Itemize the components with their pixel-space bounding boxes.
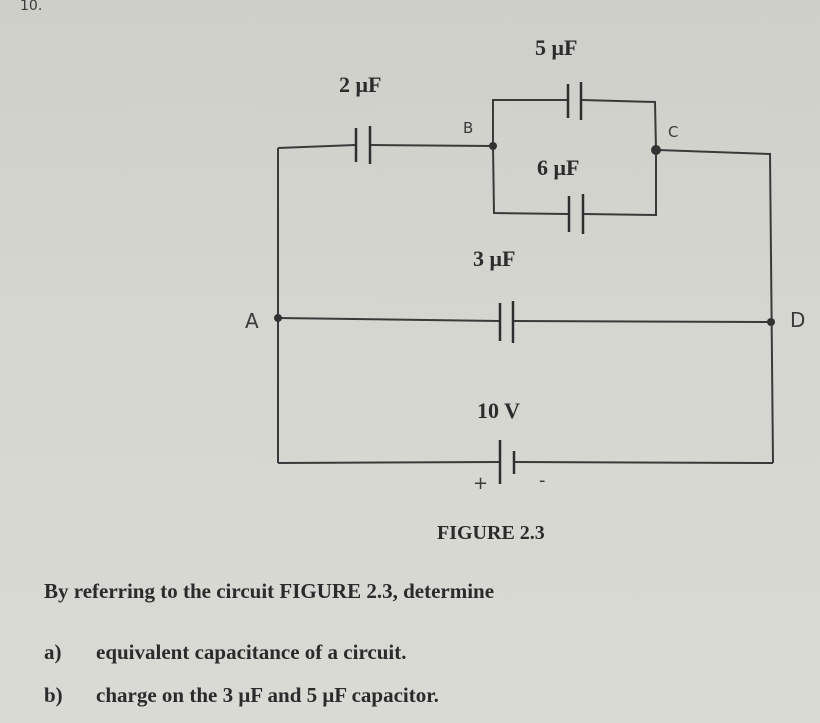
label-capacitor-6uF: 6 μF	[537, 155, 579, 180]
wire-3uF-left	[277, 317, 500, 322]
question-item-b-letter: b)	[44, 683, 63, 707]
label-node-b: B	[463, 119, 473, 137]
label-node-d: D	[790, 308, 805, 332]
question-intro: By referring to the circuit FIGURE 2.3, …	[44, 579, 495, 603]
node-d-dot	[767, 318, 775, 326]
wire-battery-right	[514, 461, 774, 464]
node-c-dot	[651, 145, 661, 155]
label-battery-minus: -	[539, 470, 546, 491]
label-capacitor-5uF: 5 μF	[535, 35, 577, 60]
label-battery-voltage: 10 V	[477, 398, 520, 423]
circuit-diagram: 10. 2 μF 5 μF	[20, 0, 805, 494]
label-capacitor-2uF: 2 μF	[339, 72, 381, 97]
wire-3uF-right	[513, 320, 773, 323]
label-battery-plus: +	[473, 473, 488, 494]
label-node-a: A	[245, 309, 259, 333]
wire-battery-left	[277, 461, 500, 464]
wire-right	[657, 149, 774, 464]
node-a-dot	[274, 314, 282, 322]
wire-6uF-right	[583, 150, 657, 217]
question-item-b-text: charge on the 3 μF and 5 μF capacitor.	[96, 683, 439, 707]
wire-6uF-left	[492, 145, 569, 215]
label-capacitor-3uF: 3 μF	[473, 246, 515, 271]
wire-to-node-b	[370, 144, 494, 147]
question-item-a: a) equivalent capacitance of a circuit.	[44, 640, 406, 665]
label-node-c: C	[668, 123, 678, 141]
question-item-b: b) charge on the 3 μF and 5 μF capacitor.	[44, 683, 439, 708]
wire-5uF-left	[492, 99, 568, 146]
question-item-a-letter: a)	[44, 640, 62, 664]
wire-5uF-right	[581, 99, 657, 151]
question-item-a-text: equivalent capacitance of a circuit.	[96, 640, 407, 664]
node-b-dot	[489, 142, 497, 150]
wire-top-left	[277, 144, 356, 149]
header-fragment: 10.	[20, 0, 42, 14]
figure-caption: FIGURE 2.3	[437, 522, 545, 544]
